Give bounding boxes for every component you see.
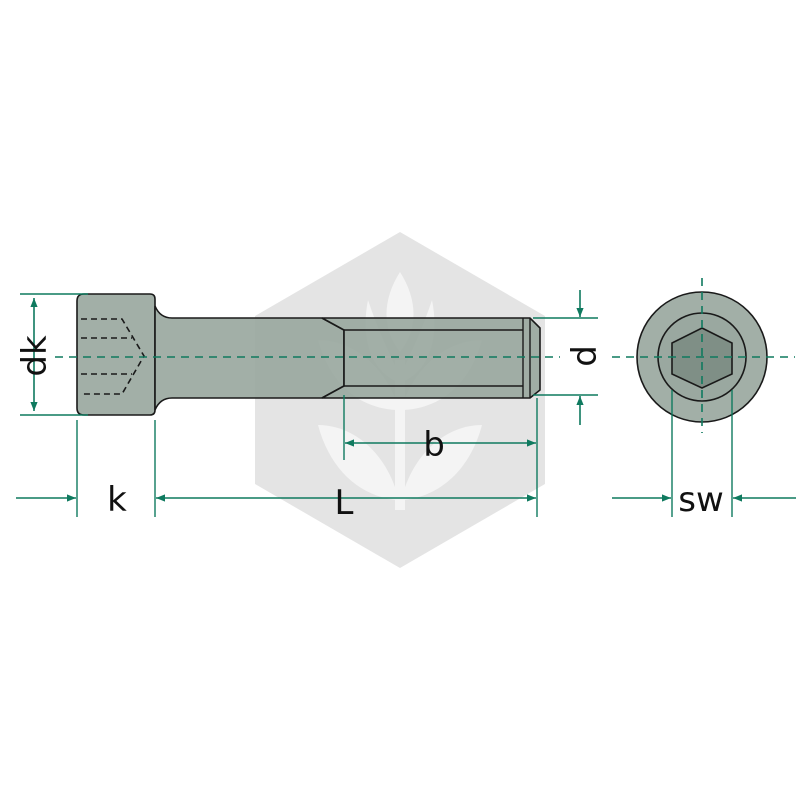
dimension-lines — [16, 290, 796, 502]
label-b: b — [423, 425, 445, 465]
bolt-shank — [154, 305, 345, 411]
bolt-side-view — [76, 293, 541, 416]
bolt-head — [76, 293, 156, 416]
hexagon-leaf-logo-icon — [255, 232, 545, 568]
label-k: k — [107, 480, 127, 520]
label-sw: sw — [678, 480, 724, 520]
hex-socket — [671, 327, 733, 389]
extension-lines — [20, 293, 733, 517]
label-dk: dk — [15, 335, 55, 377]
hex-socket-hidden — [81, 318, 145, 395]
label-d: d — [565, 345, 605, 367]
label-L: L — [335, 483, 354, 523]
center-lines — [55, 278, 795, 433]
